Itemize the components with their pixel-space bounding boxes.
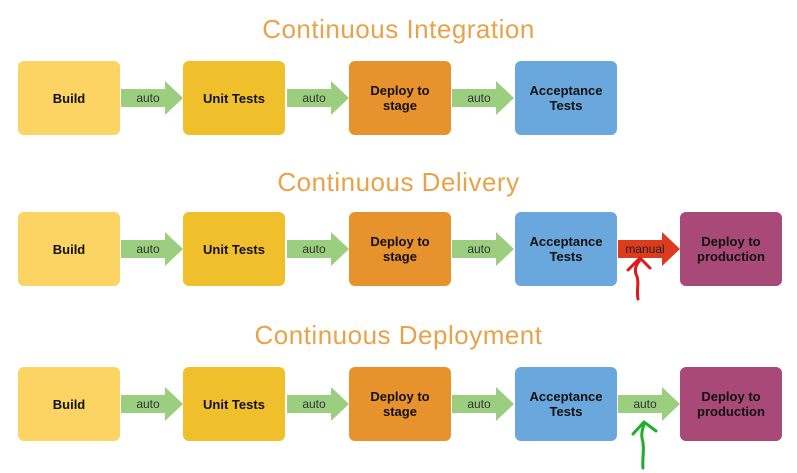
stage-label: Deploy to production [697,389,765,419]
stage-label: Unit Tests [203,396,265,412]
arrow-auto: auto [121,232,183,266]
stage-deploy-to-stage: Deploy to stage [349,61,451,135]
transition-label: auto [633,397,657,411]
arrow-manual: manual [618,232,680,266]
arrow-auto: auto [287,232,349,266]
stage-deploy-to-stage: Deploy to stage [349,212,451,286]
stage-label: Deploy to stage [370,389,430,419]
stage-label: Unit Tests [203,241,265,257]
transition-label: auto [302,242,326,256]
transition-label: auto [136,91,160,105]
red-annotation-arrow-icon [626,256,652,301]
stage-acceptance-tests: Acceptance Tests [515,212,617,286]
arrow-auto: auto [452,232,514,266]
stage-label: Acceptance Tests [529,389,603,419]
transition-label: auto [467,242,491,256]
arrow-auto: auto [618,387,680,421]
section-title-continuous-delivery: Continuous Delivery [277,167,520,197]
arrow-auto: auto [121,81,183,115]
stage-unit-tests: Unit Tests [183,61,285,135]
transition-label: auto [136,242,160,256]
stage-build: Build [18,212,120,286]
stage-acceptance-tests: Acceptance Tests [515,367,617,441]
arrow-auto: auto [452,81,514,115]
green-annotation-arrow-icon [631,420,658,470]
stage-deploy-to-stage: Deploy to stage [349,367,451,441]
transition-label: auto [467,91,491,105]
transition-label: auto [302,91,326,105]
transition-label: manual [625,242,665,256]
stage-deploy-to-production: Deploy to production [680,212,782,286]
stage-build: Build [18,61,120,135]
section-title-continuous-deployment: Continuous Deployment [254,320,543,350]
stage-acceptance-tests: Acceptance Tests [515,61,617,135]
stage-label: Deploy to production [697,234,765,264]
stage-label: Acceptance Tests [529,83,603,113]
transition-label: auto [136,397,160,411]
stage-label: Deploy to stage [370,83,430,113]
stage-label: Build [52,90,86,106]
arrow-auto: auto [287,387,349,421]
stage-label: Build [52,241,86,257]
arrow-auto: auto [287,81,349,115]
section-title-continuous-integration: Continuous Integration [262,14,535,44]
stage-label: Acceptance Tests [529,234,603,264]
stage-unit-tests: Unit Tests [183,367,285,441]
transition-label: auto [467,397,491,411]
stage-label: Build [52,396,86,412]
stage-unit-tests: Unit Tests [183,212,285,286]
arrow-auto: auto [452,387,514,421]
arrow-auto: auto [121,387,183,421]
transition-label: auto [302,397,326,411]
stage-label: Deploy to stage [370,234,430,264]
stage-deploy-to-production: Deploy to production [680,367,782,441]
stage-label: Unit Tests [203,90,265,106]
stage-build: Build [18,367,120,441]
